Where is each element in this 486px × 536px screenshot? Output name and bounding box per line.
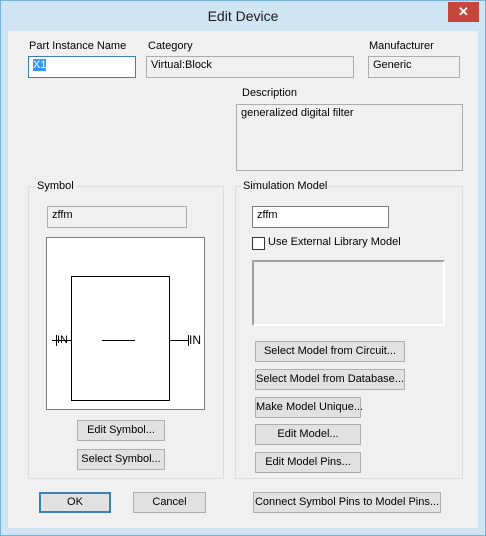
left-pin-lead xyxy=(52,340,71,341)
symbol-group xyxy=(28,186,224,479)
select-model-from-circuit-button[interactable]: Select Model from Circuit... xyxy=(255,341,405,362)
title-bar[interactable]: Edit Device ✕ xyxy=(1,1,485,31)
manufacturer-label: Manufacturer xyxy=(369,40,434,52)
left-pin-marker xyxy=(56,335,57,346)
external-library-box xyxy=(252,260,445,326)
connect-pins-button[interactable]: Connect Symbol Pins to Model Pins... xyxy=(253,492,441,513)
ok-button[interactable]: OK xyxy=(39,492,111,513)
description-label: Description xyxy=(242,87,298,99)
category-field: Virtual:Block xyxy=(146,56,354,78)
cancel-button[interactable]: Cancel xyxy=(133,492,206,513)
dialog-body: Part Instance Name X1 Category Virtual:B… xyxy=(8,31,478,528)
left-pin-label: IN xyxy=(57,334,68,346)
close-icon[interactable]: ✕ xyxy=(448,2,479,22)
dialog-title: Edit Device xyxy=(207,8,279,24)
part-instance-value: X1 xyxy=(33,59,47,71)
symbol-name-field: zffm xyxy=(47,206,187,228)
symbol-preview: IN IN xyxy=(46,237,205,410)
edit-model-pins-button[interactable]: Edit Model Pins... xyxy=(255,452,361,473)
right-pin-marker xyxy=(188,335,189,346)
use-external-library-checkbox[interactable] xyxy=(252,237,265,250)
symbol-block xyxy=(71,276,170,401)
symbol-group-label: Symbol xyxy=(35,180,76,192)
right-pin-lead xyxy=(169,340,189,341)
simulation-model-group-label: Simulation Model xyxy=(241,180,330,192)
make-model-unique-button[interactable]: Make Model Unique... xyxy=(255,397,363,418)
select-model-from-database-button[interactable]: Select Model from Database... xyxy=(255,369,405,390)
edit-model-button[interactable]: Edit Model... xyxy=(255,424,361,445)
model-name-input[interactable]: zffm xyxy=(252,206,389,228)
edit-symbol-button[interactable]: Edit Symbol... xyxy=(77,420,165,441)
select-symbol-button[interactable]: Select Symbol... xyxy=(77,449,165,470)
symbol-inner-line xyxy=(102,340,135,341)
simulation-model-group xyxy=(235,186,463,479)
part-instance-input[interactable]: X1 xyxy=(28,56,136,78)
part-instance-label: Part Instance Name xyxy=(29,40,127,52)
category-label: Category xyxy=(148,40,193,52)
use-external-library-label[interactable]: Use External Library Model xyxy=(268,236,401,248)
description-field: generalized digital filter xyxy=(236,104,463,171)
right-pin-label: IN xyxy=(189,333,201,347)
manufacturer-field: Generic xyxy=(368,56,460,78)
